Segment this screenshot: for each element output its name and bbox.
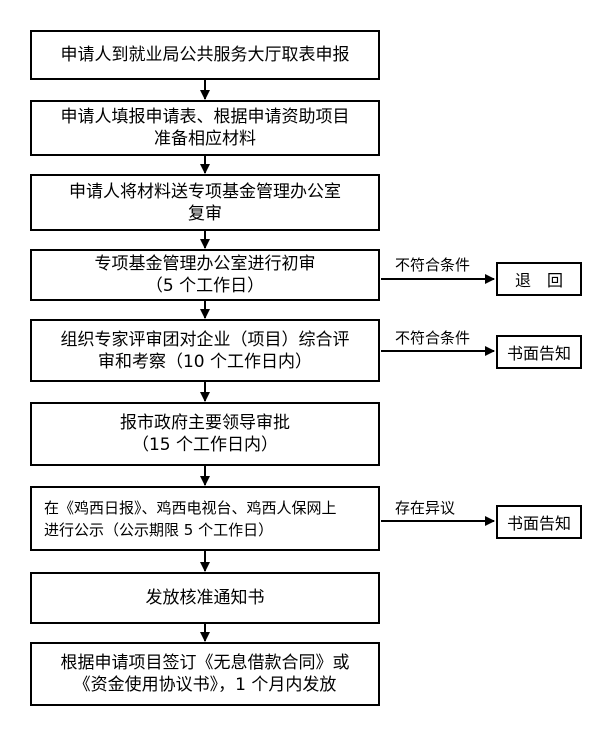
step-2-line-1: 申请人填报申请表、根据申请资助项目 [60,107,350,127]
step-2-box: 申请人填报申请表、根据申请资助项目 准备相应材料 [30,100,380,156]
branch-3-condition: 存在异议 [395,499,456,517]
step-6-line-1: 报市政府主要领导审批 [120,413,290,433]
step-8-box: 发放核准通知书 [30,572,380,624]
step-5-line-2: 审和考察（10 个工作日内） [97,351,313,372]
step-3-box: 申请人将材料送专项基金管理办公室 复审 [30,174,380,231]
written-notice-box-1: 书面告知 [496,335,582,369]
return-box: 退 回 [496,262,582,296]
step-6-box: 报市政府主要领导审批 （15 个工作日内） [30,402,380,466]
branch-2-condition: 不符合条件 [395,329,471,347]
step-1-text: 申请人到就业局公共服务大厅取表申报 [60,45,350,65]
step-9-line-2: 《资金使用协议书》，1 个月内发放 [73,675,337,695]
step-5-box: 组织专家评审团对企业（项目）综合评 审和考察（10 个工作日内） [30,319,380,382]
step-2-line-2: 准备相应材料 [154,129,256,149]
step-7-line-1: 在《鸡西日报》、鸡西电视台、鸡西人保网上 [44,498,337,517]
step-4-box: 专项基金管理办公室进行初审 （5 个工作日） [30,249,380,301]
written-notice-box-2: 书面告知 [496,505,582,539]
step-5-line-1: 组织专家评审团对企业（项目）综合评 [60,329,350,350]
step-3-line-1: 申请人将材料送专项基金管理办公室 [69,181,341,202]
step-9-box: 根据申请项目签订《无息借款合同》或 《资金使用协议书》，1 个月内发放 [30,642,380,706]
step-6-line-2: （15 个工作日内） [131,435,279,455]
branch-1-condition: 不符合条件 [395,256,471,274]
step-7-line-2: 进行公示（公示期限 5 个工作日） [44,520,274,539]
step-8-text: 发放核准通知书 [145,588,265,608]
step-9-line-1: 根据申请项目签订《无息借款合同》或 [60,653,350,673]
step-4-line-2: （5 个工作日） [145,276,265,296]
step-4-line-1: 专项基金管理办公室进行初审 [94,254,316,274]
step-1-box: 申请人到就业局公共服务大厅取表申报 [30,30,380,80]
step-3-line-2: 复审 [188,203,222,224]
step-7-box: 在《鸡西日报》、鸡西电视台、鸡西人保网上 进行公示（公示期限 5 个工作日） [30,486,380,551]
